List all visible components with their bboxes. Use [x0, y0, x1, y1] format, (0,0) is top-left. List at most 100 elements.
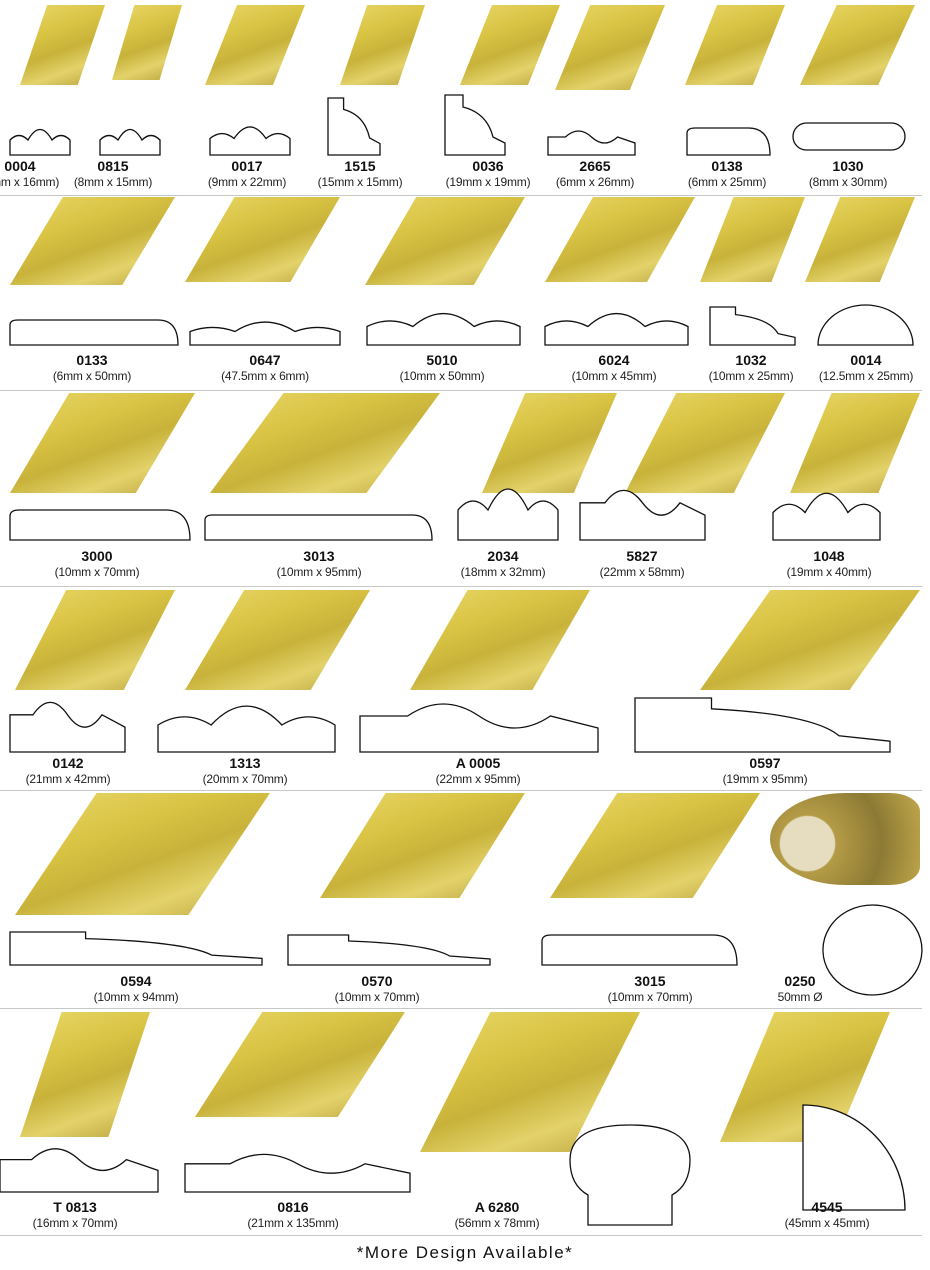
product-code: 5010	[426, 352, 458, 368]
profile-drawing	[569, 1124, 691, 1226]
profile-drawing	[792, 122, 906, 151]
product-dimensions: (22mm x 95mm)	[435, 772, 521, 786]
row-divider	[0, 790, 922, 791]
profile-drawing	[327, 97, 381, 156]
product-code: 1032	[735, 352, 767, 368]
product-code: 2034	[487, 548, 519, 564]
product-dimensions: (12.5mm x 25mm)	[818, 369, 914, 383]
product-dimensions: (45mm x 45mm)	[784, 1216, 870, 1230]
profile-drawing	[287, 934, 491, 966]
product-code: 1048	[813, 548, 845, 564]
moulding-photo	[320, 793, 525, 898]
product-dimensions: (22mm x 58mm)	[599, 565, 685, 579]
product-dimensions: (10mm x 70mm)	[334, 990, 420, 1004]
product-dimensions: (20mm x 70mm)	[202, 772, 288, 786]
product-dimensions: (6mm x 25mm)	[687, 175, 767, 189]
profile-drawing	[0, 1148, 159, 1193]
product-dimensions: (6mm x 50mm)	[52, 369, 132, 383]
product-dimensions: (21mm x 135mm)	[247, 1216, 339, 1230]
product-code: 5827	[626, 548, 658, 564]
more-designs-note: *More Design Available*	[356, 1243, 574, 1262]
profile-drawing	[9, 509, 191, 541]
profile-drawing	[634, 697, 891, 753]
product-code: 0594	[120, 973, 152, 989]
product-dimensions: (10mm x 25mm)	[708, 369, 794, 383]
moulding-photo	[685, 5, 785, 85]
moulding-photo	[700, 590, 920, 690]
product-dimensions: (6mm x 26mm)	[555, 175, 635, 189]
product-code: 0014	[850, 352, 882, 368]
profile-drawing	[686, 127, 771, 156]
product-dimensions: (8mm x 30mm)	[808, 175, 888, 189]
row-divider	[0, 1235, 922, 1236]
profile-drawing	[772, 492, 881, 541]
product-code: 3015	[634, 973, 666, 989]
product-code: 0816	[277, 1199, 309, 1215]
product-code: A 0005	[455, 755, 501, 771]
product-code: 3013	[303, 548, 335, 564]
product-code: 1030	[832, 158, 864, 174]
product-dimensions: (19mm x 19mm)	[445, 175, 531, 189]
moulding-photo	[10, 393, 195, 493]
product-dimensions: (10mm x 50mm)	[399, 369, 485, 383]
product-code: 3000	[81, 548, 113, 564]
product-dimensions: (21mm x 42mm)	[25, 772, 111, 786]
product-dimensions: (10mm x 70mm)	[607, 990, 693, 1004]
product-code: 1515	[344, 158, 376, 174]
moulding-photo	[790, 393, 920, 493]
product-code: 0036	[472, 158, 504, 174]
product-code: 6024	[598, 352, 630, 368]
row-divider	[0, 390, 922, 391]
profile-drawing	[189, 321, 341, 346]
product-dimensions: (47.5mm x 6mm)	[221, 369, 309, 383]
profile-drawing	[544, 313, 689, 346]
product-dimensions: (18mm x 32mm)	[460, 565, 546, 579]
profile-drawing	[99, 128, 161, 156]
moulding-photo	[185, 197, 340, 282]
moulding-photo	[195, 1012, 405, 1117]
product-code: T 0813	[53, 1199, 97, 1215]
product-dimensions: 50mm Ø	[777, 990, 823, 1004]
profile-drawing	[541, 934, 738, 966]
moulding-photo	[210, 393, 440, 493]
product-code: 0570	[361, 973, 393, 989]
moulding-photo	[15, 590, 175, 690]
product-code: 0133	[76, 352, 108, 368]
product-dimensions: (10mm x 94mm)	[93, 990, 179, 1004]
product-dimensions: (19mm x 95mm)	[722, 772, 808, 786]
product-dimensions: (9mm x 22mm)	[207, 175, 287, 189]
product-dimensions: (8mm x 15mm)	[73, 175, 153, 189]
moulding-photo	[770, 793, 920, 885]
moulding-photo	[112, 5, 182, 80]
product-code: 0138	[711, 158, 743, 174]
product-dimensions: (10mm x 95mm)	[276, 565, 362, 579]
product-code: 0017	[231, 158, 263, 174]
moulding-photo	[545, 197, 695, 282]
profile-drawing	[209, 126, 291, 156]
moulding-photo	[15, 793, 270, 915]
product-code: 0250	[784, 973, 816, 989]
moulding-photo	[20, 5, 105, 85]
profile-drawing	[204, 514, 433, 541]
product-dimensions: (16mm x 70mm)	[32, 1216, 118, 1230]
profile-drawing	[802, 1104, 906, 1211]
product-code: 2665	[579, 158, 611, 174]
profile-drawing	[157, 705, 336, 753]
moulding-photo	[365, 197, 525, 285]
product-dimensions: (15mm x 15mm)	[317, 175, 403, 189]
product-code: A 6280	[474, 1199, 520, 1215]
row-divider	[0, 195, 922, 196]
profile-drawing	[9, 701, 126, 753]
product-code: 0647	[249, 352, 281, 368]
profile-drawing	[9, 319, 179, 346]
moulding-photo	[550, 793, 760, 898]
profile-drawing	[547, 130, 636, 156]
product-code: 0142	[52, 755, 84, 771]
moulding-photo	[20, 1012, 150, 1137]
product-dimensions: (10mm x 70mm)	[54, 565, 140, 579]
profile-drawing	[366, 313, 521, 346]
product-code: 4545	[811, 1199, 843, 1215]
profile-drawing	[9, 128, 71, 156]
profile-drawing	[444, 94, 506, 156]
